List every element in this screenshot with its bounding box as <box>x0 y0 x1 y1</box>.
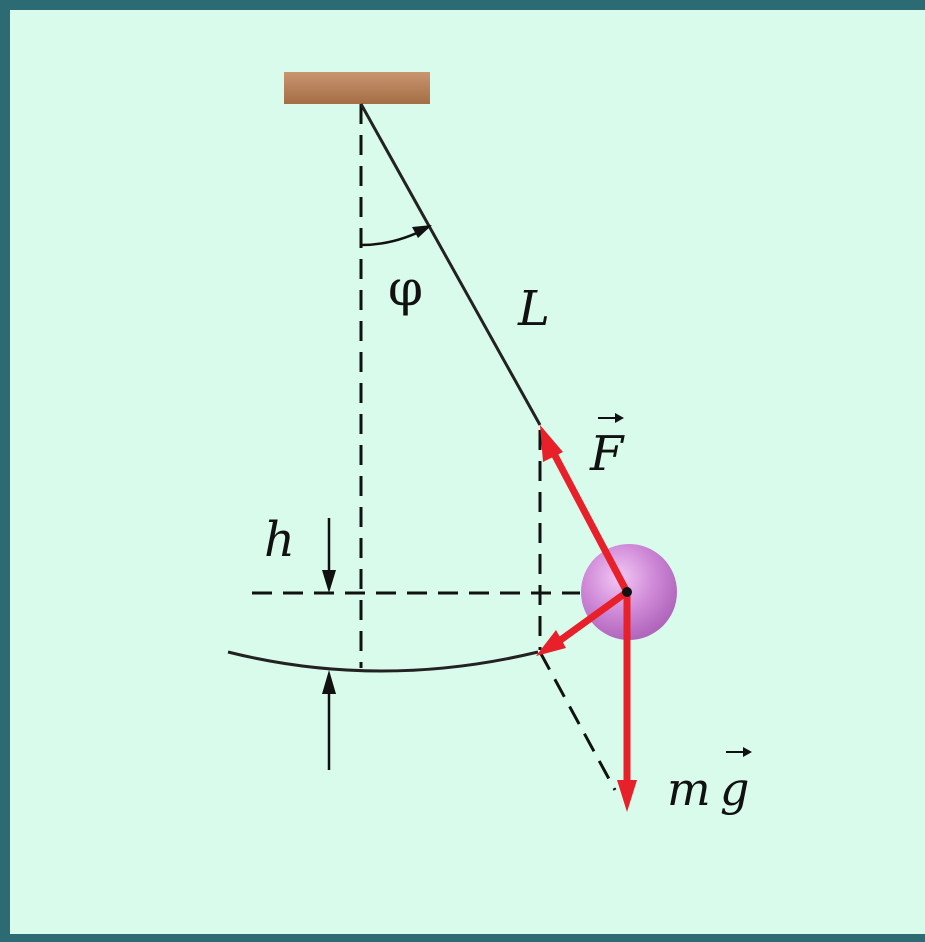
tension-force-arrowhead <box>540 425 563 462</box>
tension-force-arrow <box>547 446 631 594</box>
weight-force-arrowhead <box>617 780 637 812</box>
angle-arc-arrowhead <box>412 225 432 238</box>
weight-vector-tip <box>743 747 752 757</box>
weight-label-m: m <box>667 762 711 816</box>
weight-label-g: g <box>720 762 749 816</box>
h-arrow-bottom-head <box>322 670 336 694</box>
pendulum-string <box>359 103 542 426</box>
trajectory-arc <box>227 650 539 673</box>
height-label: h <box>264 512 295 568</box>
h-arrow-top-head <box>322 570 336 593</box>
force-parallelogram-line <box>538 651 617 791</box>
angle-label: φ <box>388 259 423 317</box>
resultant-force-arrowhead <box>536 630 566 656</box>
diagram-panel <box>10 10 925 934</box>
force-label: F <box>589 426 625 482</box>
ceiling-support <box>284 72 430 104</box>
resultant-force-arrow <box>552 589 630 647</box>
bob-center-point <box>622 587 632 597</box>
length-label: L <box>517 281 550 337</box>
force-vector-tip <box>615 413 624 423</box>
